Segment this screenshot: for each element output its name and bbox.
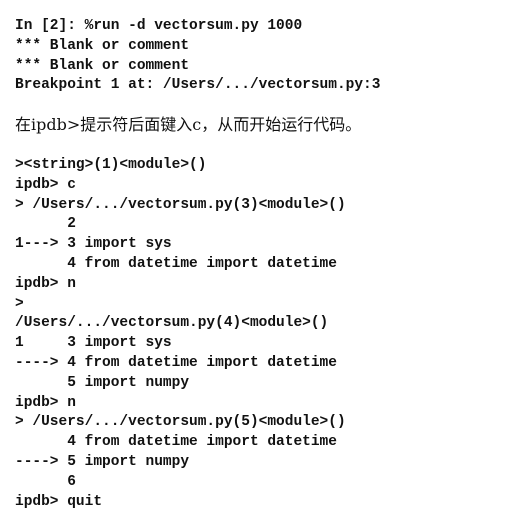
- code-line: > /Users/.../vectorsum.py(3)<module>(): [15, 196, 346, 213]
- code-line: *** Blank or comment: [15, 37, 190, 54]
- code-line: *** Blank or comment: [15, 57, 190, 74]
- code-line: In [2]: %run -d vectorsum.py 1000: [15, 18, 303, 34]
- code-line: ><string>(1)<module>(): [15, 157, 207, 173]
- code-line: /Users/.../vectorsum.py(4)<module>(): [15, 315, 329, 332]
- code-line: 4 from datetime import datetime: [15, 434, 337, 451]
- code-line: Breakpoint 1 at: /Users/.../vectorsum.py…: [15, 77, 381, 94]
- code-line: 4 from datetime import datetime: [15, 255, 337, 272]
- ipdb-session: ><string>(1)<module>() ipdb> c > /Users/..…: [15, 156, 346, 512]
- instruction-paragraph: 在ipdb>提示符后面键入c，从而开始运行代码。: [15, 115, 362, 134]
- code-line: 6: [15, 473, 76, 490]
- code-line: 1 3 import sys: [15, 335, 172, 352]
- code-line: > /Users/.../vectorsum.py(5)<module>(): [15, 414, 346, 431]
- code-line: ipdb> quit: [15, 493, 103, 510]
- code-line: ----> 5 import numpy: [15, 453, 190, 470]
- code-line: ipdb> n: [15, 394, 76, 411]
- ipython-session-start: In [2]: %run -d vectorsum.py 1000 *** Bla…: [15, 17, 380, 96]
- code-line: >: [15, 295, 24, 312]
- code-line: ----> 4 from datetime import datetime: [15, 354, 337, 371]
- code-line: ipdb> c: [15, 176, 76, 193]
- code-line: 1---> 3 import sys: [15, 236, 172, 253]
- code-line: 2: [15, 216, 76, 233]
- code-line: 5 import numpy: [15, 374, 190, 391]
- code-line: ipdb> n: [15, 275, 76, 292]
